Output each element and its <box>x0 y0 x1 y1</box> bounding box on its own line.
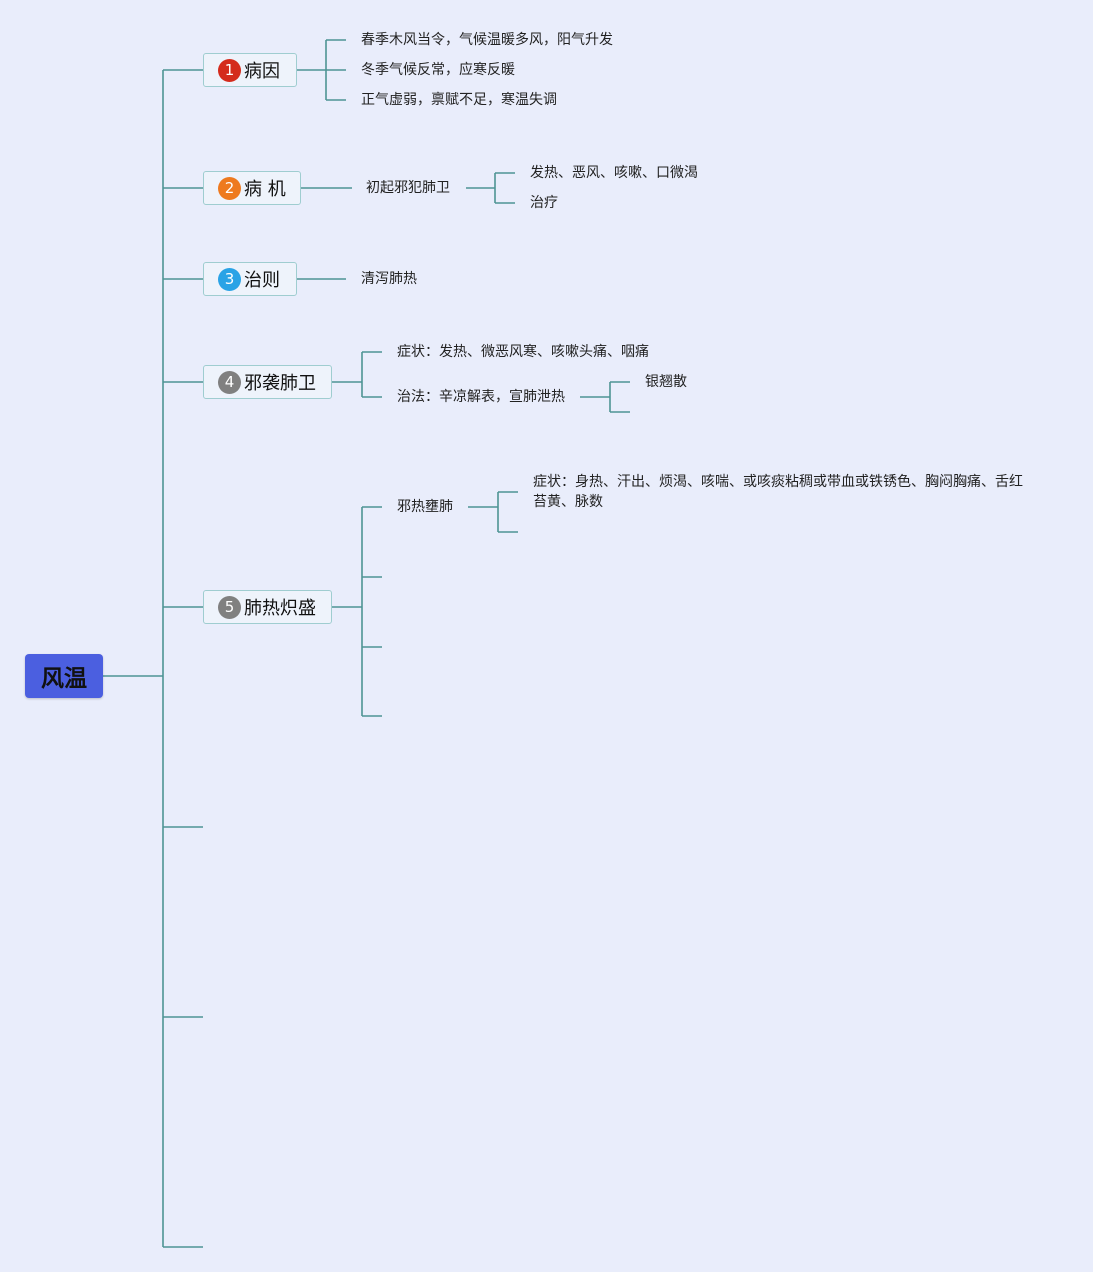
branch-label-4: 邪袭肺卫 <box>244 373 316 394</box>
leaf-2-1-1[interactable]: 发热、恶风、咳嗽、口微渴 <box>530 165 698 181</box>
number-badge-4: 4 <box>218 370 241 394</box>
leaf-1-3[interactable]: 正气虚弱，禀赋不足，寒温失调 <box>361 92 557 108</box>
leaf-5-1-1[interactable]: 症状：身热、汗出、烦渴、咳喘、或咳痰粘稠或带血或铁锈色、胸闷胸痛、舌红苔黄、脉数 <box>533 474 1023 510</box>
leaf-2-1-2[interactable]: 治疗 <box>530 195 558 211</box>
leaf-1-1[interactable]: 春季木风当令，气候温暖多风，阳气升发 <box>361 32 613 48</box>
branch-node-2[interactable]: 2 病 机 <box>203 171 301 205</box>
number-badge-5: 5 <box>218 595 241 619</box>
number-badge-3: 3 <box>218 267 241 291</box>
leaf-3-1[interactable]: 清泻肺热 <box>361 271 417 287</box>
branch-node-3[interactable]: 3 治则 <box>203 262 297 296</box>
root-node[interactable]: 风温 <box>25 654 103 698</box>
leaf-4-2-1[interactable]: 银翘散 <box>645 374 687 390</box>
leaf-4-2[interactable]: 治法：辛凉解表，宣肺泄热 <box>397 389 565 405</box>
leaf-1-2[interactable]: 冬季气候反常，应寒反暖 <box>361 62 515 78</box>
branch-node-4[interactable]: 4 邪袭肺卫 <box>203 365 332 399</box>
branch-label-1: 病因 <box>244 61 280 82</box>
branch-node-5[interactable]: 5 肺热炽盛 <box>203 590 332 624</box>
branch-node-1[interactable]: 1 病因 <box>203 53 297 87</box>
leaf-5-1[interactable]: 邪热壅肺 <box>397 499 453 515</box>
number-badge-1: 1 <box>218 58 241 82</box>
branch-label-3: 治则 <box>244 270 280 291</box>
branch-label-5: 肺热炽盛 <box>244 598 316 619</box>
branch-label-2: 病 机 <box>244 179 286 200</box>
leaf-2-1[interactable]: 初起邪犯肺卫 <box>366 180 450 196</box>
number-badge-2: 2 <box>218 176 241 200</box>
leaf-4-1[interactable]: 症状：发热、微恶风寒、咳嗽头痛、咽痛 <box>397 344 649 360</box>
